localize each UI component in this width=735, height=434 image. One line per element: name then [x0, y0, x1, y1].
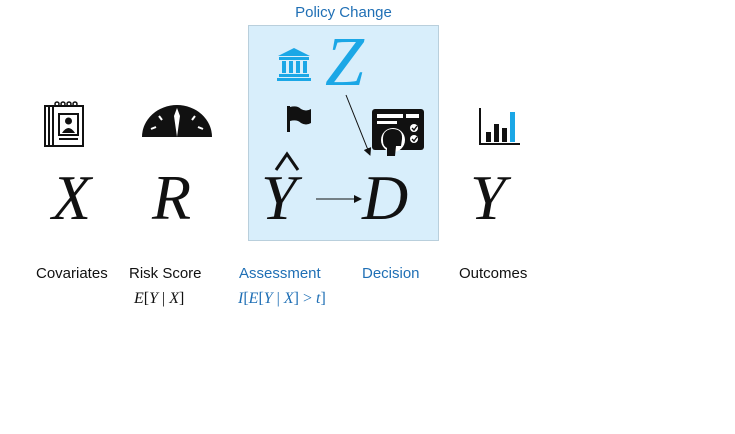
formula-part: ] >: [293, 290, 317, 307]
formula-part: X: [283, 290, 294, 307]
assessment-formula: I[E[Y | X] > t]: [238, 290, 326, 308]
speedometer-gauge-icon: [141, 104, 213, 138]
policy-change-title: Policy Change: [295, 4, 392, 21]
formula-part: |: [272, 290, 284, 307]
formula-part: [: [143, 290, 150, 307]
arrow-z-to-decision: [345, 94, 372, 156]
hat-accent: [273, 150, 301, 172]
formula-part: E: [134, 290, 144, 307]
formula-part: |: [158, 290, 170, 307]
formula-part: [: [243, 290, 249, 307]
formula-part: t: [316, 290, 321, 307]
variable-d: D: [362, 162, 409, 233]
formula-part: ]: [320, 290, 326, 307]
formula-part: X: [169, 290, 179, 307]
formula-part: ]: [179, 290, 185, 307]
flag-icon: [284, 105, 312, 133]
label-covariates: Covariates: [36, 265, 108, 282]
formula-part: [: [258, 290, 264, 307]
formula-part: Y: [149, 290, 159, 307]
variable-x: X: [52, 162, 92, 233]
government-building-icon: [276, 47, 312, 81]
formula-part: E: [248, 290, 259, 307]
label-decision: Decision: [362, 265, 420, 282]
label-assessment: Assessment: [239, 265, 321, 282]
variable-y-hat: Y: [261, 162, 297, 233]
variable-y: Y: [470, 162, 506, 233]
variable-r: R: [152, 162, 192, 233]
bar-chart-icon: [478, 106, 522, 146]
label-outcomes: Outcomes: [459, 265, 528, 282]
id-document-stack-icon: [44, 101, 84, 147]
judge-panel-icon: [371, 108, 429, 158]
label-risk-score: Risk Score: [129, 265, 202, 282]
formula-part: Y: [263, 290, 273, 307]
risk-score-formula: E[Y | X]: [134, 290, 184, 308]
policy-variable-z: Z: [325, 24, 364, 101]
formula-part: I: [238, 290, 244, 307]
